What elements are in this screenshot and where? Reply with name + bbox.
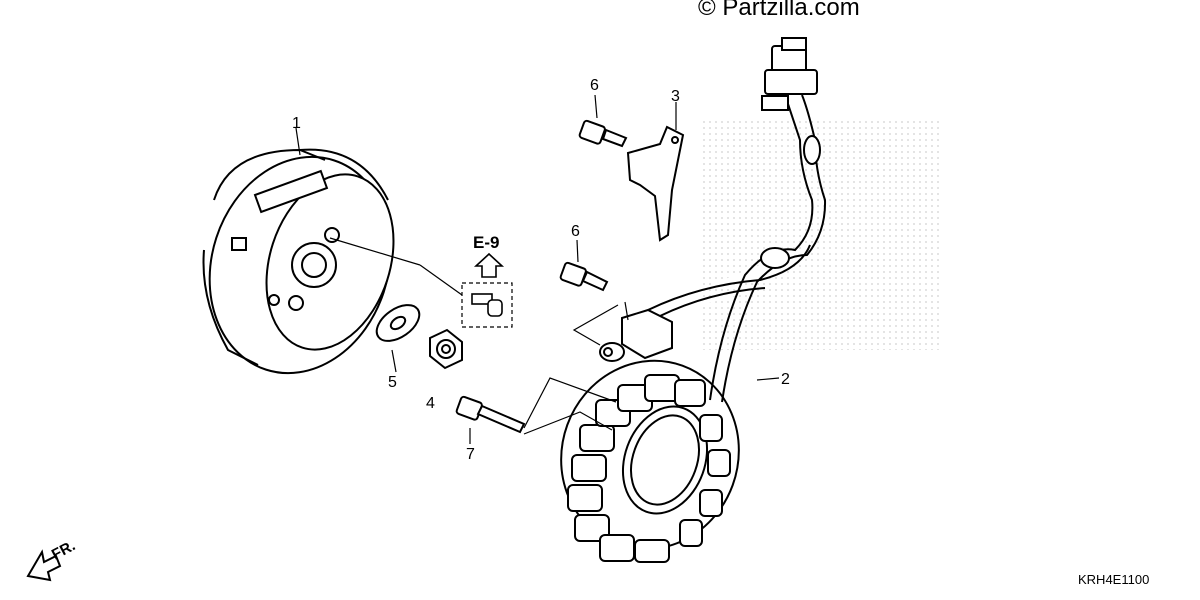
stator-poles (567, 374, 731, 563)
flywheel[interactable] (182, 133, 417, 397)
stator[interactable] (535, 336, 765, 575)
callout-6-middle: 6 (571, 223, 580, 240)
callout-4: 4 (426, 395, 435, 412)
reference-arrow (473, 252, 505, 278)
leader-lines (295, 94, 780, 444)
callout-6-top: 6 (590, 77, 599, 94)
bracket[interactable] (626, 125, 685, 242)
callout-3: 3 (671, 88, 680, 105)
front-direction-arrow (26, 549, 62, 582)
washer[interactable] (370, 298, 425, 348)
small-bolt (471, 293, 503, 317)
diagram-code: KRH4E1100 (1078, 572, 1150, 587)
watermark-text: © Partzilla.com (698, 0, 860, 21)
bracket-bolt[interactable] (578, 119, 628, 148)
pulser-bolt[interactable] (559, 261, 609, 292)
wiring-harness[interactable] (709, 94, 827, 403)
reference-box (461, 282, 513, 328)
wiring-connector[interactable] (761, 37, 818, 111)
callout-7: 7 (466, 446, 475, 463)
flywheel-nut[interactable] (429, 328, 463, 370)
callout-5: 5 (388, 374, 397, 391)
stator-bolt[interactable] (455, 395, 526, 434)
reference-label: E-9 (473, 233, 499, 252)
callout-2: 2 (781, 371, 790, 388)
callout-1: 1 (292, 115, 301, 132)
